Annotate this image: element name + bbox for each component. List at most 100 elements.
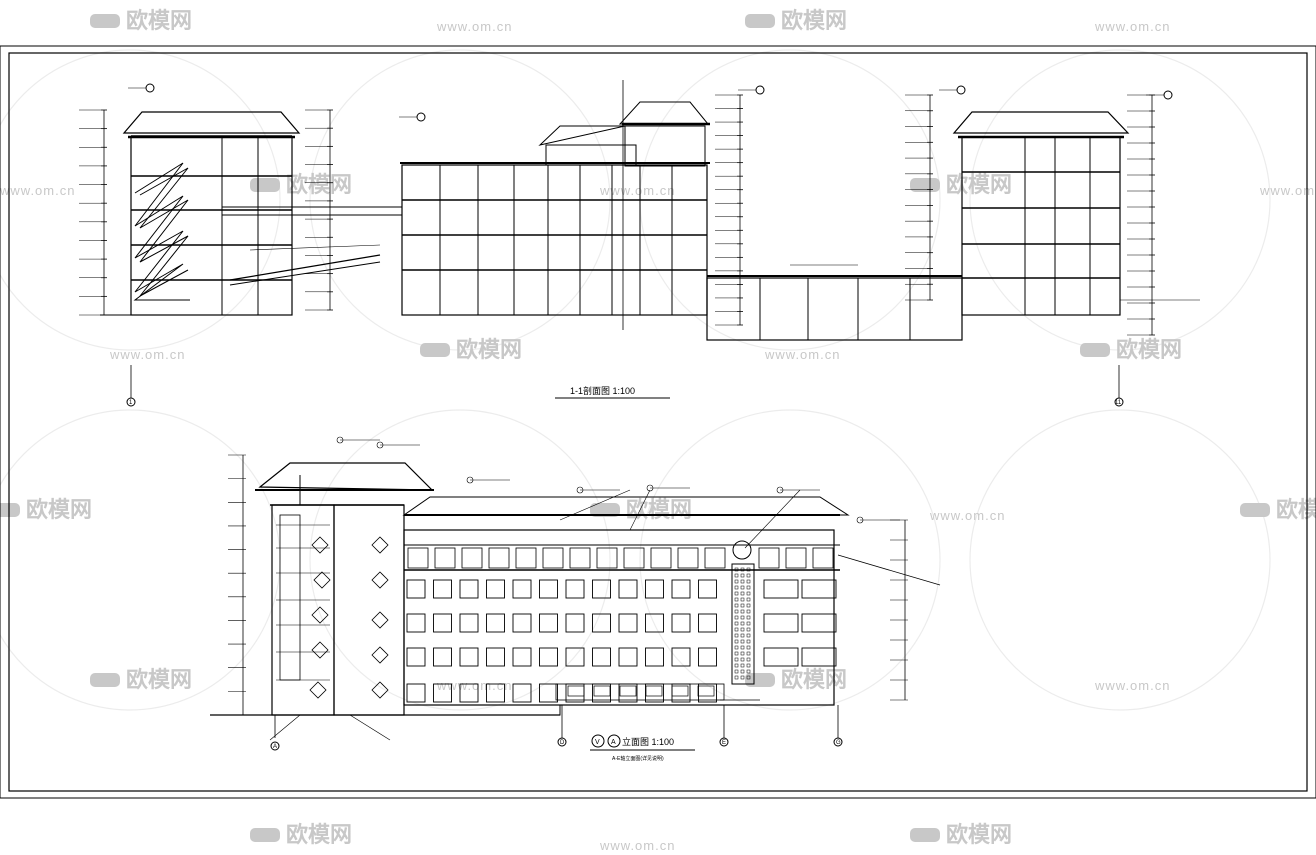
panel-grid-cell [746,669,751,674]
panel-grid-cell [740,597,745,602]
panel-grid-cell [746,627,751,632]
facade-window [433,579,452,599]
facade-window [671,647,691,667]
facade-window [433,647,452,667]
callout-circle [145,83,155,93]
watermark-logo: 欧模网 [90,667,192,692]
panel-grid-cell [734,639,739,644]
callout-circle [466,476,474,484]
facade-window [592,683,611,703]
watermark-brand-text: 欧模网 [781,8,847,33]
canopy-window [567,685,585,697]
watermark-url-text: www.om.cn [1094,678,1170,693]
facade-window [565,613,585,633]
callout-circle [755,85,765,95]
ramp [229,254,381,281]
panel-grid-cell [734,579,739,584]
entrance-canopy [555,683,725,701]
watermark-logo-shape [910,828,940,842]
attic-window [650,547,672,569]
facade-window [539,613,558,633]
callout-circle [376,441,384,449]
panel-grid-cell [740,645,745,650]
grid-label: A [273,744,277,750]
outer-frame [0,45,1316,799]
panel-grid-cell [746,639,751,644]
watermark-logo-shape [910,178,940,192]
panel-grid-cell [734,657,739,662]
facade-window [539,579,558,599]
watermark-brand-text: 欧模网 [946,172,1012,197]
panel-grid-cell [746,603,751,608]
right-wing-window [801,613,837,633]
panel-grid-cell [746,579,751,584]
panel-grid-cell [740,633,745,638]
decorative-panel [731,563,755,685]
attic-window [569,547,591,569]
facade-window [486,683,505,703]
watermark-url-text: www.om.cn [436,678,512,693]
panel-grid-cell [746,633,751,638]
panel-grid-cell [740,573,745,578]
main-facade [403,529,835,706]
elevation-marker-letter-2: A [611,739,616,746]
panel-grid-cell [734,597,739,602]
callout-leader [559,489,631,521]
facade-window [671,579,691,599]
panel-grid-cell [746,621,751,626]
panel-grid-cell [740,621,745,626]
left-roof-parapet [122,111,301,134]
facade-window [671,683,691,703]
diamond-ornament [313,571,331,589]
watermark-logo: 欧模网 [590,497,692,522]
attic-window [461,547,483,569]
ramp-dimension [249,244,381,251]
watermark-url-text: www.om.cn [599,838,675,850]
watermark-brand-text: 欧模网 [781,667,847,692]
stair-flight-inner [139,167,189,297]
right-wing-window [763,647,799,667]
watermark-logo-shape [250,178,280,192]
diamond-ornament [371,571,389,589]
watermark-brand-text: 欧模网 [946,822,1012,847]
facade-window [565,683,585,703]
panel-grid-cell [746,591,751,596]
facade-window [698,613,717,633]
attic-window [785,547,807,569]
stair-tower-window [279,514,301,681]
watermark-url-text: www.om.cn [1094,19,1170,34]
facade-window [565,647,585,667]
panel-grid-cell [734,609,739,614]
callout-leader [269,714,301,741]
diamond-ornament [371,681,389,699]
diamond-ornament [371,646,389,664]
watermark-logo-shape [745,14,775,28]
panel-grid-cell [734,675,739,680]
grid-label: 1 [129,400,133,406]
watermark-brand-text: 欧模网 [1276,497,1316,522]
panel-grid-cell [734,627,739,632]
facade-window [486,579,505,599]
tower-roof [258,462,434,491]
panel-grid-cell [746,567,751,572]
panel-grid-cell [740,585,745,590]
panel-grid-cell [734,645,739,650]
attic-window [515,547,537,569]
facade-window [618,647,638,667]
watermark-logo: 欧模网 [420,337,522,362]
stair-tower-left [271,504,335,716]
callout-leader [349,714,391,741]
panel-grid-cell [746,615,751,620]
watermark-logo-shape [90,673,120,687]
diamond-ornament [371,536,389,554]
canopy-window [645,685,663,697]
attic-window [704,547,726,569]
watermark-logo: 欧模网 [910,172,1012,197]
attic-window [488,547,510,569]
facade-window [459,613,479,633]
stair-tower-right [333,504,405,716]
panel-grid-cell [734,567,739,572]
facade-window [645,683,664,703]
panel-grid-cell [734,669,739,674]
